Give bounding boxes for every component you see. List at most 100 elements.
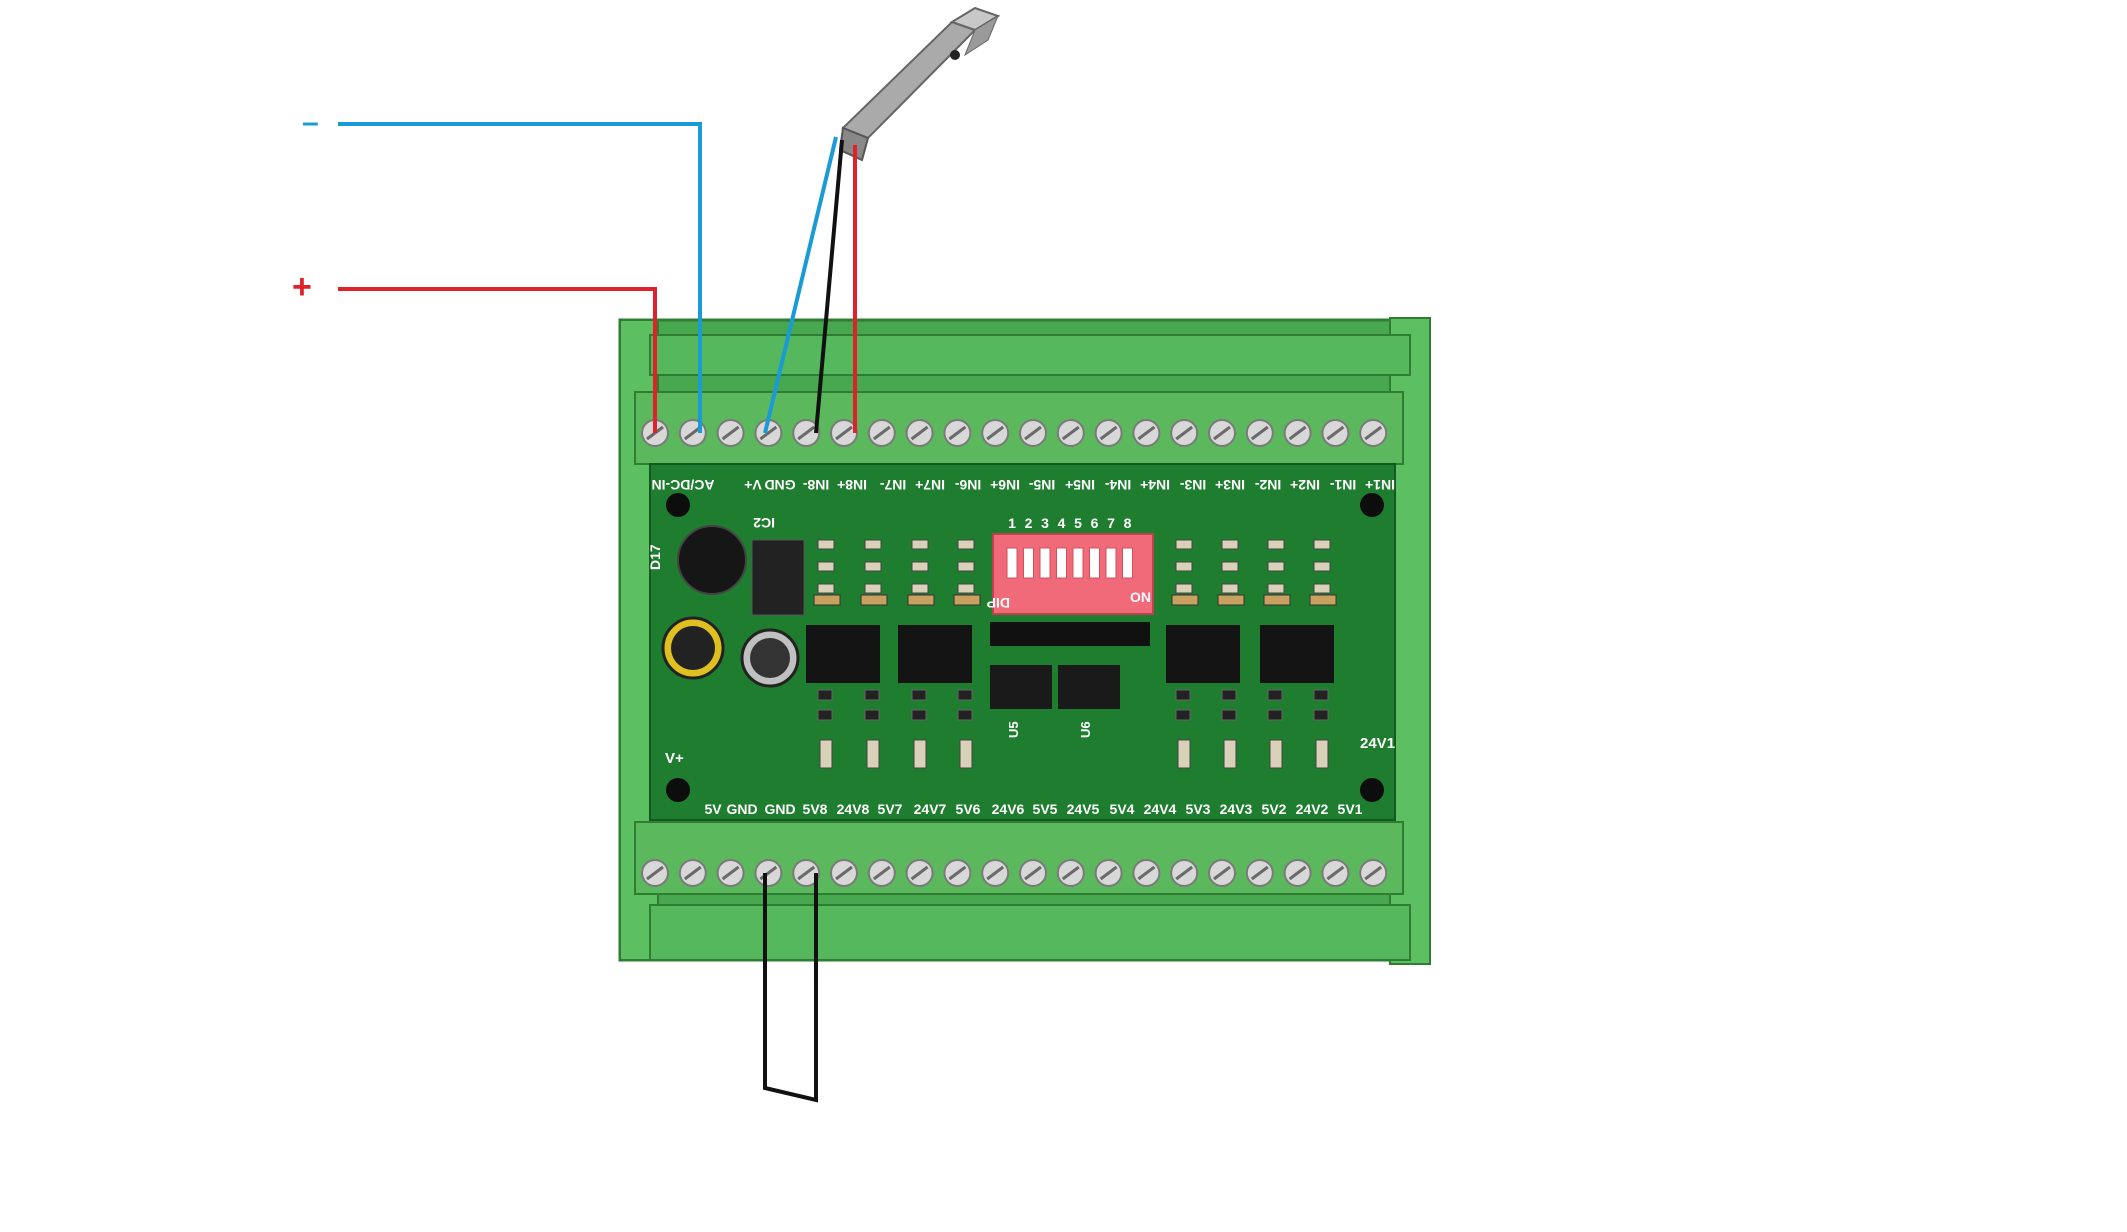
sensor-blue-wire xyxy=(763,136,838,434)
bottom-terminal-screw[interactable] xyxy=(1170,859,1199,887)
top-terminal-screw[interactable] xyxy=(1359,419,1388,447)
bottom-terminal-screw[interactable] xyxy=(1019,859,1047,887)
top-terminal-screw[interactable] xyxy=(981,419,1010,447)
top-terminal-screw[interactable] xyxy=(1283,419,1312,447)
smd-component xyxy=(1313,539,1331,550)
top-terminal-screw[interactable] xyxy=(1094,419,1123,447)
diode xyxy=(1309,594,1337,606)
bottom-terminal-screw[interactable] xyxy=(1094,859,1123,887)
dip-key[interactable] xyxy=(1105,547,1117,579)
top-terminal-screw[interactable] xyxy=(1019,419,1047,447)
bottom-terminal-screw[interactable] xyxy=(867,859,896,887)
dip-key[interactable] xyxy=(1122,547,1133,579)
smd-component xyxy=(957,561,975,572)
dip-key[interactable] xyxy=(1056,547,1067,579)
bottom-terminal-screw[interactable] xyxy=(1245,859,1274,887)
transistor xyxy=(1313,689,1329,701)
bottom-terminal-screw[interactable] xyxy=(678,859,707,887)
dip-key[interactable] xyxy=(1039,547,1051,579)
bottom-terminal-screw[interactable] xyxy=(1132,859,1161,887)
top-terminal-screw[interactable] xyxy=(1170,419,1199,447)
smd-component xyxy=(864,539,882,550)
bottom-terminal-label: GND xyxy=(726,801,757,817)
top-terminal-screw[interactable] xyxy=(867,419,896,447)
dip-label: DIP xyxy=(987,595,1010,611)
mount-hole xyxy=(1360,778,1384,802)
top-terminal-screw[interactable] xyxy=(716,419,745,447)
optocoupler xyxy=(806,625,880,683)
top-terminal-screw[interactable] xyxy=(1056,419,1085,447)
supply-plus-wire xyxy=(338,287,657,433)
transistor xyxy=(911,689,927,701)
dip-number: 7 xyxy=(1107,515,1115,531)
dip-number: 8 xyxy=(1124,515,1132,531)
top-terminal-label: IN6+ xyxy=(990,477,1020,493)
transistor xyxy=(1175,689,1191,701)
bottom-terminal-screw[interactable] xyxy=(1321,859,1350,887)
transistor xyxy=(864,709,880,721)
smd-component xyxy=(1177,739,1191,769)
24v1-label: 24V1 xyxy=(1360,735,1395,752)
dip-key[interactable] xyxy=(1072,547,1084,579)
bottom-terminal-screw[interactable] xyxy=(981,859,1010,887)
top-terminal-screw[interactable] xyxy=(792,419,821,447)
bottom-terminal-screw[interactable] xyxy=(1283,859,1312,887)
mount-hole xyxy=(1360,493,1384,517)
top-terminal-screw[interactable] xyxy=(1245,419,1274,447)
dip-key[interactable] xyxy=(1089,547,1100,579)
smd-component xyxy=(1267,539,1285,550)
bottom-terminal-label: GND xyxy=(764,801,795,817)
top-terminal-label: IN3+ xyxy=(1215,477,1245,493)
supply-minus-label: – xyxy=(302,106,319,139)
proximity-sensor xyxy=(838,6,1001,162)
top-terminal-label: AC/DC-IN xyxy=(652,477,715,493)
bottom-terminal-screw[interactable] xyxy=(792,859,821,887)
bottom-terminal-label: 24V5 xyxy=(1067,801,1100,817)
bottom-terminal-label: 5V5 xyxy=(1033,801,1058,817)
bottom-terminal-block xyxy=(634,821,1404,895)
bottom-terminal-screw[interactable] xyxy=(1359,859,1388,887)
top-terminal-screw[interactable] xyxy=(943,419,972,447)
bottom-terminal-screw[interactable] xyxy=(754,859,783,887)
transistor xyxy=(1221,689,1237,701)
dip-key[interactable] xyxy=(1023,547,1034,579)
top-terminal-label: IN5- xyxy=(1028,477,1055,493)
smd-component xyxy=(864,583,882,594)
mount-hole xyxy=(666,778,690,802)
top-terminal-screw[interactable] xyxy=(1208,419,1236,447)
bottom-terminal-screw[interactable] xyxy=(1208,859,1236,887)
top-terminal-screw[interactable] xyxy=(1132,419,1161,447)
smd-component xyxy=(911,583,929,594)
bottom-terminal-screw[interactable] xyxy=(641,859,669,887)
u6-label: U6 xyxy=(1078,721,1093,738)
bottom-terminal-screw[interactable] xyxy=(1056,859,1085,887)
d17-label: D17 xyxy=(647,544,663,570)
smd-component xyxy=(817,539,835,550)
bottom-terminal-label: 5V4 xyxy=(1110,801,1135,817)
dip-key[interactable] xyxy=(1006,547,1018,579)
top-terminal-screw[interactable] xyxy=(1321,419,1350,447)
supply-plus-label: + xyxy=(292,268,312,306)
diode xyxy=(1171,594,1199,606)
optocoupler xyxy=(1260,625,1334,683)
smd-component xyxy=(959,739,973,769)
bottom-terminal-screw[interactable] xyxy=(716,859,745,887)
smd-component xyxy=(1221,539,1239,550)
bottom-terminal-screw[interactable] xyxy=(905,859,934,887)
transistor xyxy=(911,709,927,721)
bottom-terminal-screw[interactable] xyxy=(943,859,972,887)
bottom-terminal-label: 5V2 xyxy=(1262,801,1287,817)
smd-component xyxy=(1175,539,1193,550)
top-terminal-screw[interactable] xyxy=(754,419,783,447)
top-terminal-label: IN5+ xyxy=(1065,477,1095,493)
bottom-terminal-screw[interactable] xyxy=(830,859,858,887)
dip-number: 4 xyxy=(1058,515,1066,531)
transistor xyxy=(957,709,973,721)
diode xyxy=(813,594,841,606)
smd-component xyxy=(1315,739,1329,769)
top-terminal-screw[interactable] xyxy=(905,419,934,447)
diode xyxy=(860,594,888,606)
